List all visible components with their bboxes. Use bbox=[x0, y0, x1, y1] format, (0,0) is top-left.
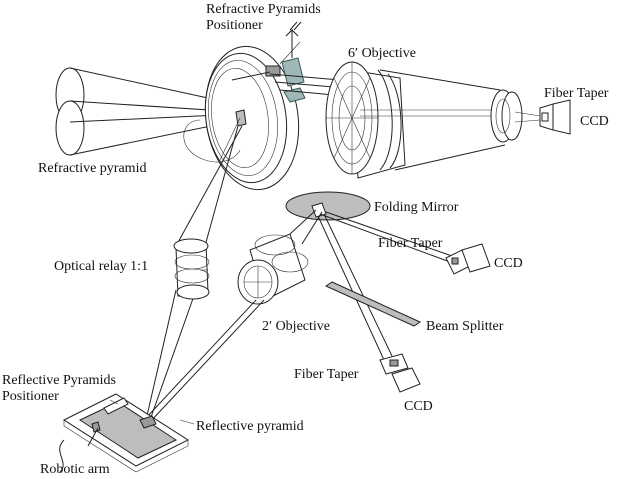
label-beam-splitter: Beam Splitter bbox=[426, 319, 504, 334]
label-reflective-pyramid: Reflective pyramid bbox=[196, 419, 304, 434]
top-fiber-taper bbox=[539, 103, 554, 131]
reflective-pyramid-shape bbox=[139, 415, 157, 429]
label-folding-mirror: Folding Mirror bbox=[374, 200, 459, 215]
label-fiber-taper-top: Fiber Taper bbox=[544, 86, 609, 101]
label-refractive-positioner-line1: Refractive Pyramids bbox=[206, 2, 321, 17]
label-robotic-arm: Robotic arm bbox=[40, 462, 110, 477]
reflective-stage bbox=[62, 393, 190, 473]
objective-6-lens bbox=[325, 61, 406, 179]
mid-ccd bbox=[461, 243, 491, 273]
mirror-beams bbox=[145, 209, 453, 423]
label-optical-relay: Optical relay 1:1 bbox=[54, 259, 148, 274]
folding-mirror bbox=[285, 191, 371, 221]
bottom-fiber-taper bbox=[379, 353, 409, 375]
refractive-positioner bbox=[231, 21, 306, 103]
bottom-ccd bbox=[391, 367, 421, 393]
label-fiber-taper-bottom: Fiber Taper bbox=[294, 367, 359, 382]
input-beam-cones bbox=[55, 67, 241, 156]
label-refractive-positioner-line2: Positioner bbox=[206, 18, 263, 33]
label-objective-2: 2′ Objective bbox=[262, 319, 330, 334]
label-ccd-top: CCD bbox=[580, 114, 609, 129]
beam-to-taper-lens bbox=[360, 69, 506, 171]
top-relay-lens bbox=[490, 89, 541, 143]
relay-beam-lines bbox=[145, 125, 243, 421]
label-ccd-mid: CCD bbox=[494, 256, 523, 271]
robotic-arm bbox=[59, 439, 65, 473]
label-ccd-bottom: CCD bbox=[404, 399, 433, 414]
label-objective-6: 6′ Objective bbox=[348, 46, 416, 61]
objective-2-lens bbox=[237, 233, 309, 305]
label-fiber-taper-mid: Fiber Taper bbox=[378, 236, 443, 251]
label-reflective-positioner-line1: Reflective Pyramids bbox=[2, 373, 116, 388]
beam-splitter bbox=[324, 281, 422, 327]
refractive-pyramid-shape bbox=[235, 109, 247, 127]
leader-lines bbox=[109, 41, 301, 425]
optical-relay-lens bbox=[173, 238, 210, 300]
label-reflective-positioner-line2: Positioner bbox=[2, 389, 59, 404]
top-ccd bbox=[552, 99, 571, 135]
label-refractive-pyramid: Refractive pyramid bbox=[38, 161, 146, 176]
